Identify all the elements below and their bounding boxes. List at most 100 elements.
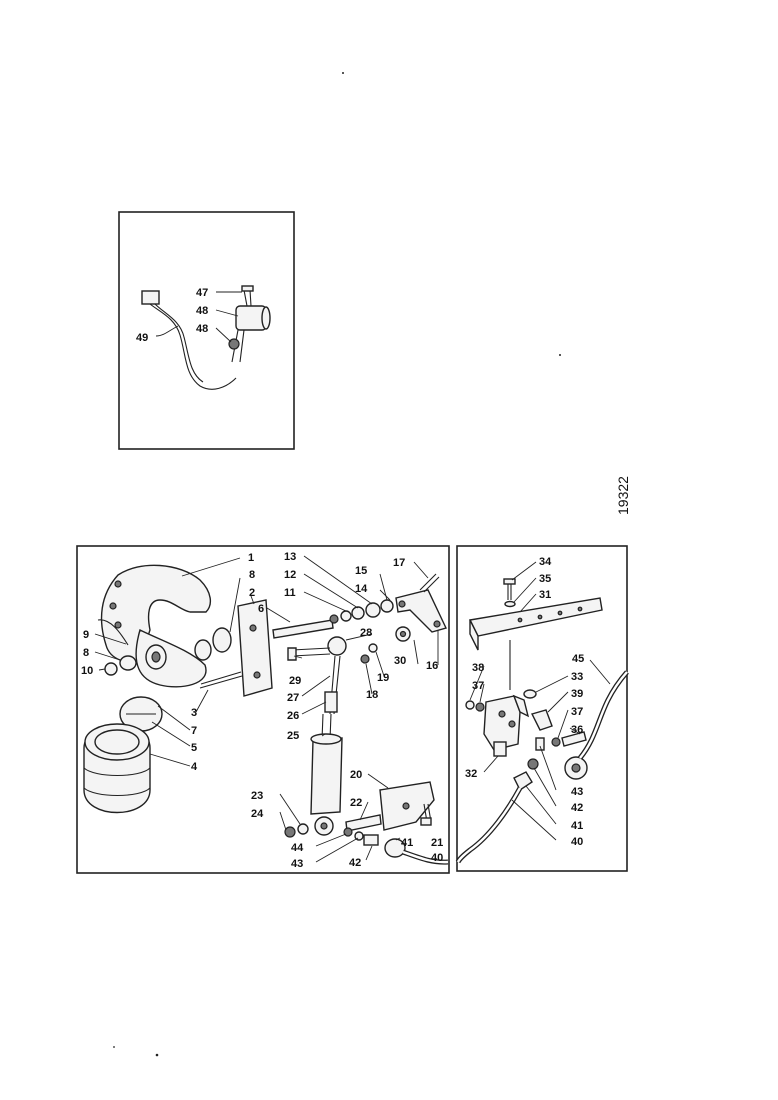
fitting-42 [363, 834, 379, 846]
label-9: 9 [83, 629, 89, 641]
leader-33 [535, 675, 569, 693]
label-21: 21 [431, 837, 443, 849]
leader-24 [279, 811, 287, 831]
leader-37b [557, 709, 569, 739]
pin-29 [291, 647, 331, 657]
label-7: 7 [191, 725, 197, 737]
leader-17 [413, 561, 429, 579]
hose-45 [578, 670, 629, 760]
leader-1 [181, 557, 241, 577]
label-5: 5 [191, 742, 197, 754]
label-2: 2 [249, 587, 255, 599]
leader-3 [195, 689, 209, 713]
bracket-plate [237, 599, 273, 697]
fitting-43b [535, 737, 545, 751]
valve-port [508, 720, 516, 728]
bolt-hole [114, 580, 122, 588]
screw-34-head [503, 578, 516, 585]
leader-23 [279, 793, 301, 825]
boot-inner [94, 729, 140, 755]
leader-29 [293, 655, 303, 659]
leader-35 [513, 577, 537, 603]
label-43b: 43 [571, 786, 583, 798]
label-4: 4 [191, 761, 198, 773]
boot-ribs [83, 767, 151, 796]
leader-37 [479, 683, 485, 703]
label-19: 19 [377, 672, 389, 684]
leader-39 [547, 691, 569, 713]
leader-6 [266, 607, 291, 623]
label-10: 10 [81, 665, 93, 677]
leader-9 [94, 633, 127, 645]
label-18: 18 [366, 689, 378, 701]
leader-42 [365, 845, 373, 861]
label-27: 27 [287, 692, 299, 704]
washer-23 [297, 823, 309, 835]
rail-flange [469, 619, 479, 651]
label-33: 33 [571, 671, 583, 683]
label-28a: 28 [360, 627, 372, 639]
label-14: 14 [355, 583, 368, 595]
leader-5 [151, 721, 191, 747]
duct-lower [135, 628, 207, 688]
pin-29-head [287, 647, 297, 661]
sensor-cable [149, 303, 237, 390]
washer-19 [368, 643, 378, 653]
nut-18 [360, 654, 370, 664]
left-label-group: 1 8 2 6 9 8 10 3 7 5 4 13 12 11 15 14 17… [81, 551, 443, 870]
fitting-43 [354, 831, 364, 841]
leader-19 [375, 651, 385, 677]
duct-elbow [100, 564, 212, 663]
sensor-screw-head [241, 285, 254, 292]
rail-hole [537, 614, 543, 620]
speck [559, 354, 561, 356]
label-3: 3 [191, 707, 197, 719]
label-34: 34 [539, 556, 552, 568]
leader-2 [250, 595, 255, 605]
rod-6 [272, 619, 334, 639]
inset-panel [118, 211, 295, 450]
washer [340, 610, 352, 622]
leader-34 [511, 561, 537, 581]
rail-hole [557, 610, 563, 616]
leader-10 [98, 668, 106, 671]
leader-28a [345, 633, 373, 641]
label-37: 37 [472, 680, 484, 692]
screw-34 [507, 584, 512, 600]
collar [119, 655, 137, 671]
fitting-42b [527, 758, 539, 770]
label-13: 13 [284, 551, 296, 563]
bushing-12 [351, 606, 365, 620]
washer-38 [465, 700, 475, 710]
label-31: 31 [539, 589, 551, 601]
sensor-cable-2 [154, 303, 204, 383]
lever-hole [433, 620, 441, 628]
label-26: 26 [287, 710, 299, 722]
label-20: 20 [350, 769, 362, 781]
connector-plug [141, 290, 160, 305]
leader-42b [533, 767, 557, 807]
label-48a: 48 [196, 305, 208, 317]
hose-45-inner [579, 671, 628, 759]
leader-14 [379, 589, 391, 601]
ring-10 [104, 662, 118, 676]
rail-hole [577, 606, 583, 612]
label-42: 42 [349, 857, 361, 869]
washer-37b [551, 737, 561, 747]
valve-outlet [493, 741, 507, 757]
nut-core [151, 651, 161, 663]
leader-22 [359, 801, 369, 821]
shock-absorber [310, 737, 343, 815]
label-25: 25 [287, 730, 299, 742]
leader-48a [215, 309, 239, 317]
leader-48b [215, 327, 232, 343]
valve-side [512, 694, 530, 718]
label-30: 30 [394, 655, 406, 667]
label-48b: 48 [196, 323, 208, 335]
right-label-group: 34 35 31 38 37 33 39 37 36 32 43 42 41 4… [465, 556, 584, 848]
leader-7 [157, 705, 191, 731]
label-6: 6 [258, 603, 264, 615]
wire-9 [97, 619, 129, 646]
bushing [194, 639, 212, 661]
